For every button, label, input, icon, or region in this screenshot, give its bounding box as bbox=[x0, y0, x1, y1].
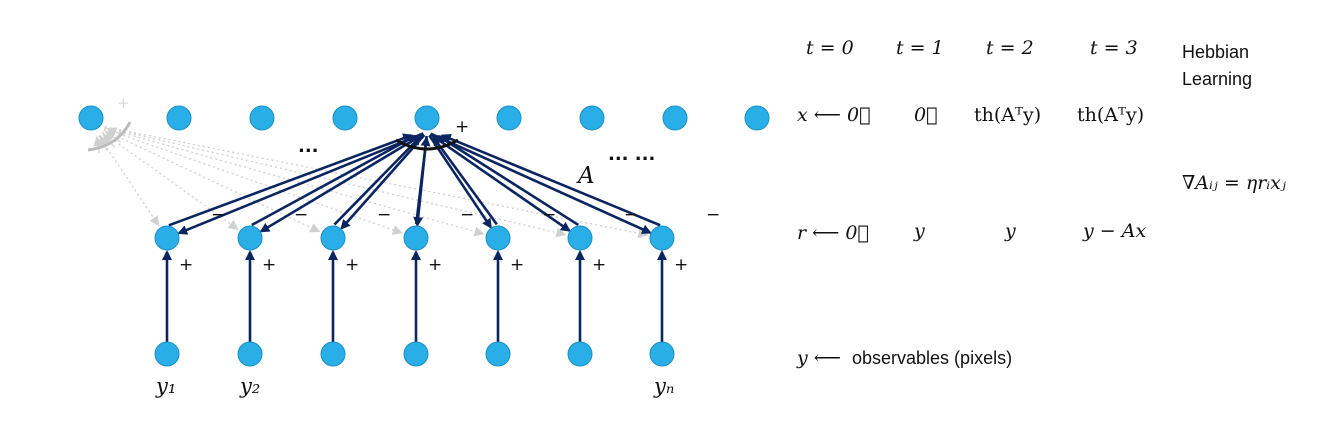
hidden-node-4 bbox=[332, 105, 358, 131]
weight-arrow-up-7 bbox=[440, 133, 661, 227]
faint-input-arrow-5 bbox=[93, 135, 104, 154]
residual-node-1 bbox=[154, 225, 180, 251]
plus-sign-3: + bbox=[345, 255, 359, 275]
residual-node-7 bbox=[649, 225, 675, 251]
nodes bbox=[78, 105, 770, 367]
plus-sign-7: + bbox=[674, 255, 688, 275]
connection-arrows bbox=[162, 132, 667, 342]
hidden-node-1 bbox=[78, 105, 104, 131]
y-row-prefix: y ⟵ bbox=[797, 347, 842, 369]
weight-arrow-up-5 bbox=[432, 135, 498, 226]
faint-edge-4 bbox=[103, 128, 403, 235]
y-row-observables: observables (pixels) bbox=[852, 348, 1013, 368]
input-node-1 bbox=[154, 341, 180, 367]
input-node-6 bbox=[567, 341, 593, 367]
faint-connection-lines bbox=[93, 126, 649, 239]
weight-arrow-down-2 bbox=[259, 132, 425, 233]
plus-sign-1: + bbox=[179, 255, 193, 275]
summation-arc bbox=[395, 138, 459, 151]
faint-edge-1 bbox=[98, 135, 160, 227]
label-y2: y₂ bbox=[240, 374, 261, 398]
hidden-node-5 bbox=[414, 105, 440, 131]
minus-sign-2: − bbox=[294, 205, 308, 225]
x-row-t1: 0⃗ bbox=[914, 104, 938, 126]
r-row-t3: y − Ax bbox=[1083, 220, 1147, 242]
plus-sign-4: + bbox=[428, 255, 442, 275]
header-t0: t = 0 bbox=[806, 37, 854, 59]
residual-node-3 bbox=[320, 225, 346, 251]
r-row-t1: y bbox=[914, 220, 925, 242]
sign-labels: + + − + − + − + − + − + − + − + bbox=[117, 94, 720, 275]
hidden-node-6 bbox=[496, 105, 522, 131]
input-node-5 bbox=[485, 341, 511, 367]
label-yn: yₙ bbox=[654, 374, 675, 398]
minus-sign-6: − bbox=[624, 205, 638, 225]
ellipsis-left: ... bbox=[298, 136, 319, 157]
plus-sign-2: + bbox=[262, 255, 276, 275]
residual-node-4 bbox=[403, 225, 429, 251]
minus-sign-1: − bbox=[211, 205, 225, 225]
plus-sign-5: + bbox=[510, 255, 524, 275]
hidden-node-2 bbox=[166, 105, 192, 131]
minus-sign-4: − bbox=[460, 205, 474, 225]
weight-arrow-down-6 bbox=[429, 133, 571, 232]
hub-plus-sign: + bbox=[455, 117, 469, 137]
ellipsis-right: ... ... bbox=[608, 144, 656, 165]
plus-sign-6: + bbox=[592, 255, 606, 275]
faint-summation-arc bbox=[87, 121, 132, 152]
minus-sign-7: − bbox=[706, 205, 720, 225]
r-row-t2: y bbox=[1005, 220, 1016, 242]
weight-arrow-up-3 bbox=[333, 135, 422, 226]
summation-arcs bbox=[87, 121, 459, 152]
x-row-t2: th(Aᵀy) bbox=[974, 104, 1042, 126]
faint-plus-sign: + bbox=[117, 94, 130, 112]
r-row-t0: r ⟵ 0⃗ bbox=[797, 222, 869, 244]
minus-sign-5: − bbox=[542, 205, 556, 225]
hidden-node-7 bbox=[579, 105, 605, 131]
residual-node-2 bbox=[237, 225, 263, 251]
x-row-t3: th(Aᵀy) bbox=[1077, 104, 1145, 126]
faint-edge-5 bbox=[104, 127, 485, 237]
header-t1: t = 1 bbox=[896, 37, 944, 59]
minus-sign-3: − bbox=[377, 205, 391, 225]
label-A: A bbox=[578, 163, 595, 189]
weight-arrow-up-2 bbox=[251, 134, 418, 227]
weight-arrow-down-7 bbox=[430, 132, 652, 234]
input-node-4 bbox=[403, 341, 429, 367]
hidden-node-8 bbox=[662, 105, 688, 131]
input-node-7 bbox=[649, 341, 675, 367]
residual-node-6 bbox=[567, 225, 593, 251]
weight-arrow-up-1 bbox=[168, 133, 414, 227]
weight-arrow-up-6 bbox=[436, 135, 580, 227]
hidden-node-9 bbox=[744, 105, 770, 131]
weight-arrow-up-4 bbox=[414, 135, 431, 225]
input-node-3 bbox=[320, 341, 346, 367]
label-y1: y₁ bbox=[156, 374, 177, 398]
weight-arrow-down-5 bbox=[428, 134, 492, 229]
weight-arrow-down-1 bbox=[177, 132, 424, 235]
hidden-node-3 bbox=[249, 105, 275, 131]
header-t2: t = 2 bbox=[986, 37, 1034, 59]
x-row-t0: x ⟵ 0⃗ bbox=[797, 104, 871, 126]
hebbian-learning-label: Hebbian Learning bbox=[1182, 42, 1253, 89]
weight-arrow-down-3 bbox=[340, 134, 426, 230]
header-t3: t = 3 bbox=[1090, 37, 1138, 59]
input-node-2 bbox=[237, 341, 263, 367]
gradient-rule: ∇Aᵢⱼ = ηrᵢxⱼ bbox=[1182, 172, 1286, 194]
residual-node-5 bbox=[485, 225, 511, 251]
